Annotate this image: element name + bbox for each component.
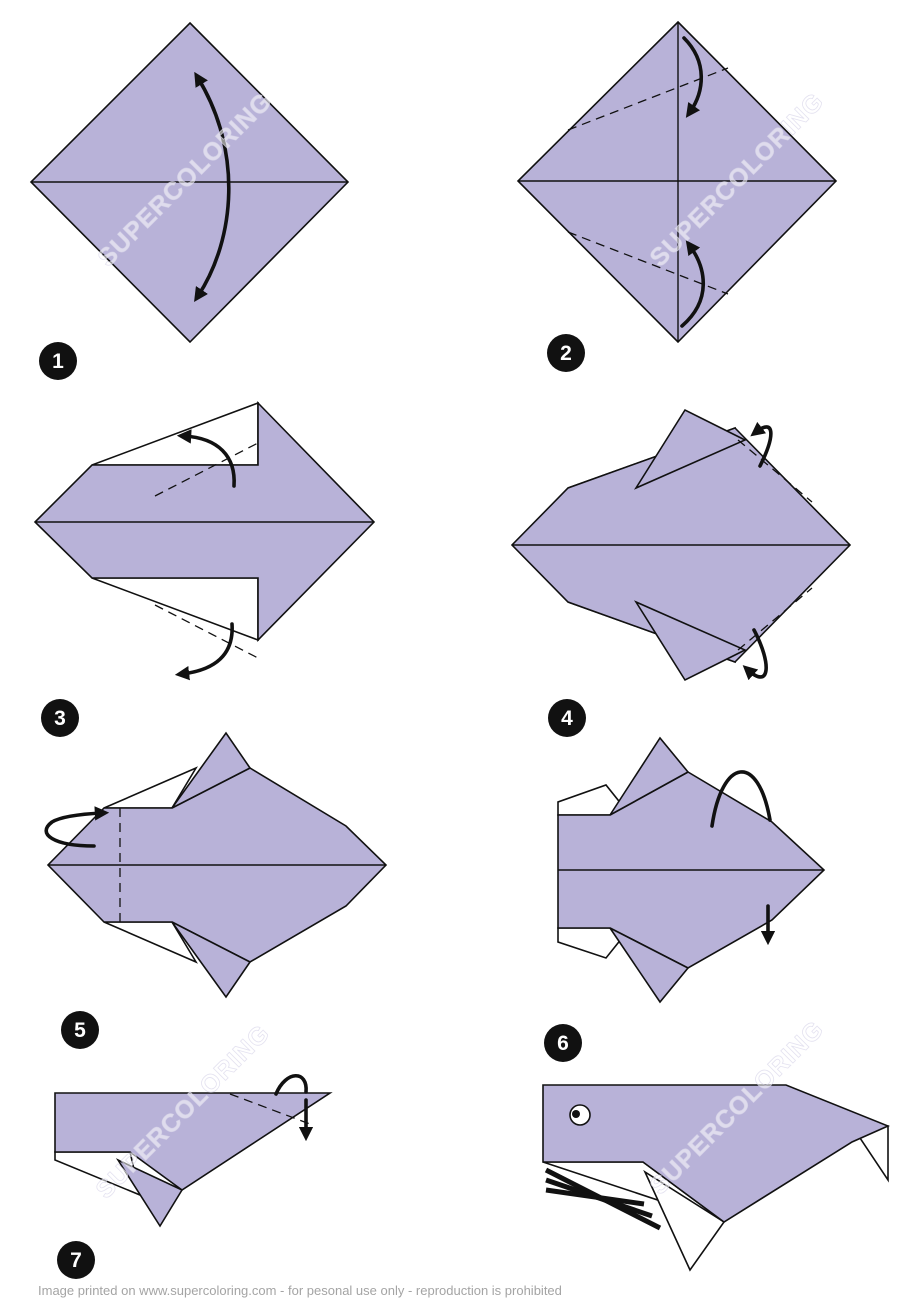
whale-eye [569,1104,591,1126]
step-5-badge: 5 [61,1011,99,1049]
step-1-badge: 1 [39,342,77,380]
fold-arrow [710,770,772,828]
step-3-figure [33,401,376,681]
step-2-figure: SUPERCOLORING [516,20,838,344]
step-number: 2 [560,342,572,365]
fold-arrow [682,36,704,118]
fold-arrow [750,421,773,468]
step-3-badge: 3 [41,699,79,737]
dashed-fold [567,231,729,295]
step-7-badge: 7 [57,1241,95,1279]
step-1-figure: SUPERCOLORING [29,21,350,344]
step-number: 5 [74,1019,86,1042]
paper-body [54,1092,333,1191]
step-number: 6 [557,1032,569,1055]
step-4-figure [510,408,852,682]
fold-arrow [174,622,234,681]
dashed-fold [154,604,259,659]
triangle-fin [171,921,252,999]
fold-arrow [44,806,110,848]
baleen-line [545,1187,645,1207]
step-6-badge: 6 [544,1024,582,1062]
step-5-figure [44,731,388,999]
whale-body [542,1084,891,1223]
step-number: 1 [52,350,64,373]
white-flap [91,401,259,466]
fold-arrow [176,429,236,488]
fold-arrow [194,71,231,303]
whale-pupil [572,1110,580,1118]
step-4-badge: 4 [548,699,586,737]
step-7-figure: SUPERCOLORING [54,1019,333,1228]
step-number: 7 [70,1249,82,1272]
triangle-flap [633,600,747,682]
triangle-fin [609,736,690,816]
step-6-figure [557,736,826,1004]
step-2-badge: 2 [547,334,585,372]
dashed-fold [737,587,813,651]
step-number: 3 [54,707,66,730]
dashed-fold [737,439,813,503]
dashed-fold [154,442,259,497]
fold-arrow [274,1074,308,1096]
fold-arrow [680,240,706,328]
triangle-flap [633,408,747,490]
footer-text: Image printed on www.supercoloring.com -… [38,1283,562,1298]
paper-square [516,20,838,344]
step-number: 4 [561,707,573,730]
triangle-fin [171,731,252,809]
triangle-fin [115,1158,184,1228]
triangle-fin [609,927,690,1004]
fold-arrow [742,628,768,681]
fin-flap [643,1169,726,1272]
final-whale-figure: SUPERCOLORING [542,1015,891,1272]
